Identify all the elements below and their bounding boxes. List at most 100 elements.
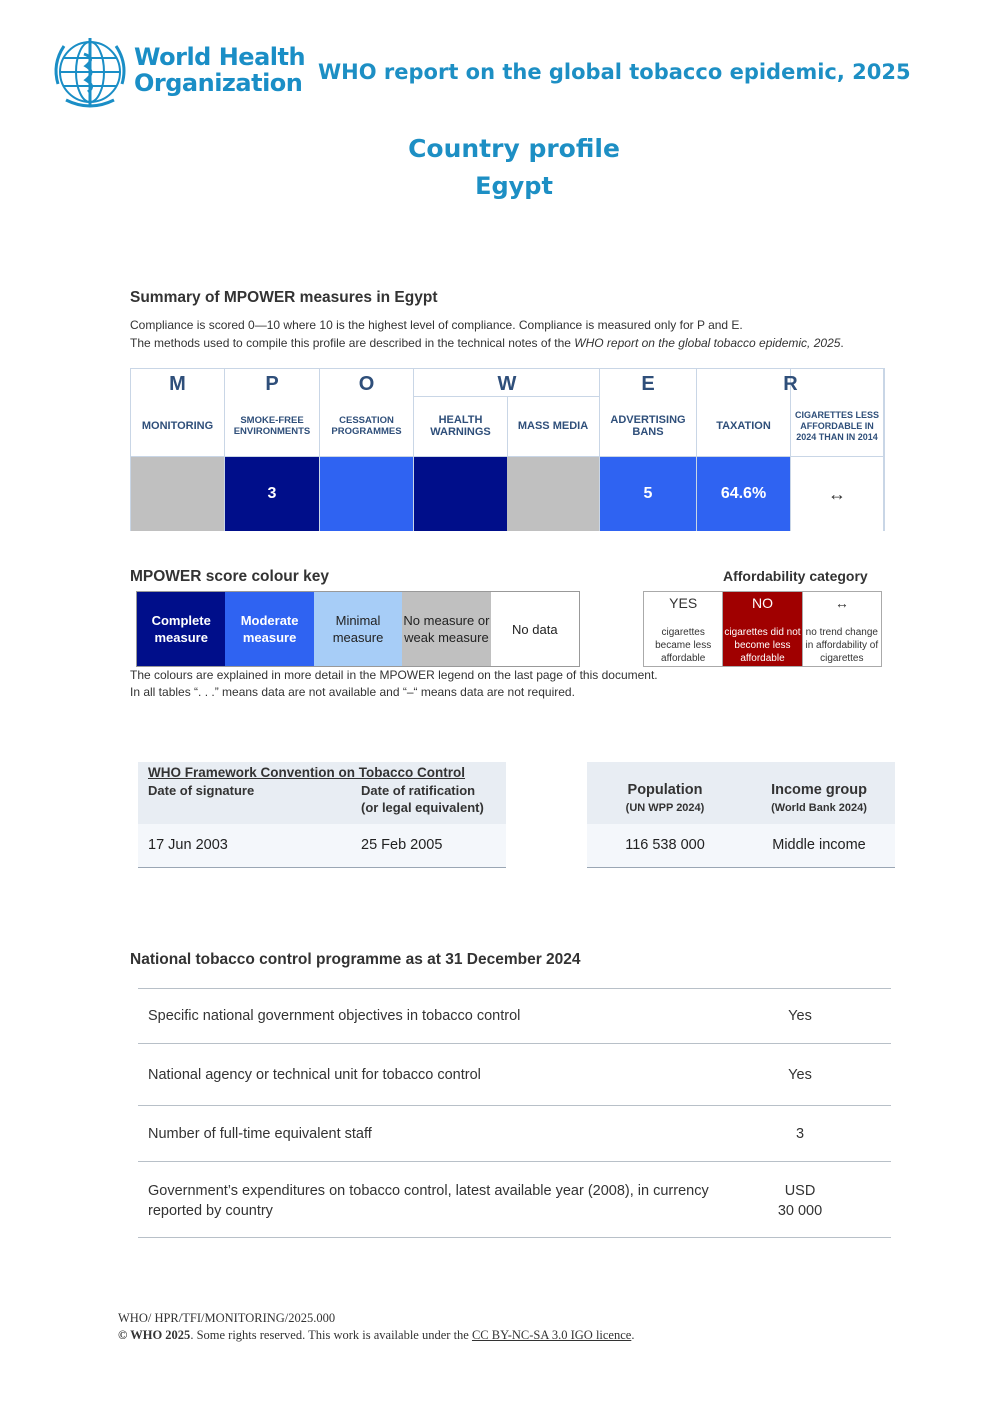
population-header: Population (UN WPP 2024) Income group (W… xyxy=(587,762,895,824)
programme-row: National agency or technical unit for to… xyxy=(138,1043,891,1106)
mpower-score-affordability: ↔ xyxy=(791,456,883,531)
footer-end: . xyxy=(631,1328,635,1342)
mpower-score-cessation xyxy=(320,456,413,531)
mpower-label: HEALTH WARNINGS xyxy=(430,414,491,438)
fctc-row: 17 Jun 2003 25 Feb 2005 xyxy=(138,824,506,868)
income-source: (World Bank 2024) xyxy=(771,802,867,814)
note-end: . xyxy=(840,336,844,350)
mpower-label: TAXATION xyxy=(716,420,771,432)
programme-row-label: Number of full-time equivalent staff xyxy=(148,1126,372,1142)
who-logo xyxy=(50,34,282,110)
key-no-measure: No measure or weak measure xyxy=(402,592,491,666)
mpower-col-cessation: O CESSATION PROGRAMMES xyxy=(320,369,414,531)
licence-link[interactable]: CC BY-NC-SA 3.0 IGO licence xyxy=(471,1328,632,1342)
key-minimal: Minimal measure xyxy=(313,592,403,666)
mpower-score-smoke-free: 3 xyxy=(225,456,319,531)
mpower-letter: M xyxy=(169,373,186,395)
mpower-col-mass-media: MASS MEDIA xyxy=(507,369,600,531)
affordability-no-label: NO xyxy=(751,595,773,611)
affordability-no-change: ↔ no trend change in affordability of ci… xyxy=(802,592,881,666)
rights-text: . Some rights reserved. This work is ava… xyxy=(190,1328,472,1342)
report-name: WHO report on the global tobacco epidemi… xyxy=(574,336,841,350)
income-value: Middle income xyxy=(772,837,866,853)
affordability-yes: YES cigarettes became less affordable xyxy=(644,592,724,666)
affordability-yes-desc: cigarettes became less affordable xyxy=(655,627,712,664)
programme-row: Government’s expenditures on tobacco con… xyxy=(138,1161,891,1238)
mpower-letter-r: R xyxy=(783,373,798,395)
mpower-col-smoke-free: P SMOKE-FREE ENVIRONMENTS 3 xyxy=(225,369,320,531)
mpower-col-taxation: TAXATION 64.6% xyxy=(697,369,790,531)
mpower-letter: P xyxy=(265,373,279,395)
mpower-label: SMOKE-FREE ENVIRONMENTS xyxy=(233,415,311,437)
programme-row: Specific national government objectives … xyxy=(138,988,891,1044)
programme-row-label: Specific national government objectives … xyxy=(148,1008,521,1024)
programme-row: Number of full-time equivalent staff 3 xyxy=(138,1105,891,1162)
fctc-table: WHO Framework Convention on Tobacco Cont… xyxy=(138,762,506,868)
w-split xyxy=(507,396,508,456)
copyright: © WHO 2025 xyxy=(118,1328,191,1342)
mpower-col-health-warnings: HEALTH WARNINGS xyxy=(414,369,507,531)
mpower-col-affordability: CIGARETTES LESS AFFORDABLE IN 2024 THAN … xyxy=(790,369,884,531)
key-no-data: No data xyxy=(490,592,580,666)
summary-note: Compliance is scored 0—10 where 10 is th… xyxy=(130,316,844,352)
logo-line-1: World Health xyxy=(134,43,306,71)
income-header-label: Income group xyxy=(771,782,867,798)
fctc-signature-date: 17 Jun 2003 xyxy=(148,837,228,853)
mpower-score-monitoring xyxy=(131,456,224,531)
country-name: Egypt xyxy=(475,172,553,200)
affordability-heading: Affordability category xyxy=(723,568,868,584)
expenditure-label-1: Government’s expenditures on tobacco con… xyxy=(148,1183,709,1199)
summary-note-2: The methods used to compile this profile… xyxy=(130,334,844,352)
affordability-key: YES cigarettes became less affordable NO… xyxy=(643,591,882,667)
fctc-signature-header: Date of signature xyxy=(148,783,255,798)
page-title: Country profile xyxy=(408,134,620,163)
programme-row-value: USD 30 000 xyxy=(738,1181,862,1221)
affordability-no: NO cigarettes did not become less afford… xyxy=(723,592,803,666)
programme-row-value: Yes xyxy=(788,1067,812,1083)
programme-heading: National tobacco control programme as at… xyxy=(130,951,581,968)
expenditure-currency: USD xyxy=(784,1183,816,1199)
who-logo-text: World Health Organization xyxy=(134,43,306,97)
document-code: WHO/ HPR/TFI/MONITORING/2025.000 xyxy=(118,1311,336,1325)
affordability-no-change-label: ↔ xyxy=(834,595,849,611)
footer: WHO/ HPR/TFI/MONITORING/2025.000 © WHO 2… xyxy=(118,1310,634,1344)
population-row: 116 538 000 Middle income xyxy=(587,824,895,868)
fctc-ratification-header-1: Date of ratification xyxy=(361,783,476,798)
mpower-letter-w: W xyxy=(497,373,517,395)
affordability-no-change-desc: no trend change in affordability of ciga… xyxy=(805,627,879,664)
mpower-label: ADVERTISING BANS xyxy=(610,414,686,438)
population-table: Population (UN WPP 2024) Income group (W… xyxy=(587,762,895,868)
key-moderate: Moderate measure xyxy=(225,592,314,666)
programme-row-value: Yes xyxy=(788,1008,812,1024)
colour-key-note-2: In all tables “. . .” means data are not… xyxy=(130,685,575,699)
who-emblem-icon xyxy=(54,38,126,108)
summary-heading: Summary of MPOWER measures in Egypt xyxy=(130,289,438,306)
colour-key-notes: The colours are explained in more detail… xyxy=(130,667,658,701)
fctc-title: WHO Framework Convention on Tobacco Cont… xyxy=(148,765,466,780)
note-text: The methods used to compile this profile… xyxy=(130,336,575,350)
population-value: 116 538 000 xyxy=(625,837,705,853)
programme-row-value: 3 xyxy=(795,1126,805,1142)
fctc-ratification-date: 25 Feb 2005 xyxy=(361,837,443,853)
mpower-score-mass-media xyxy=(507,456,599,531)
colour-key-note-1: The colours are explained in more detail… xyxy=(130,668,658,682)
affordability-no-desc: cigarettes did not become less affordabl… xyxy=(724,627,801,664)
colour-key-heading: MPOWER score colour key xyxy=(130,568,329,585)
mpower-score-taxation: 64.6% xyxy=(697,456,790,531)
expenditure-amount: 30 000 xyxy=(777,1203,823,1219)
mpower-label: MASS MEDIA xyxy=(517,420,589,432)
key-complete: Complete measure xyxy=(137,592,226,666)
report-title: WHO report on the global tobacco epidemi… xyxy=(318,60,911,84)
mpower-score-health-warnings xyxy=(414,456,507,531)
population-header-label: Population xyxy=(627,782,703,798)
population-source: (UN WPP 2024) xyxy=(625,802,705,814)
expenditure-label-2: reported by country xyxy=(148,1203,273,1219)
copyright-line: © WHO 2025. Some rights reserved. This w… xyxy=(118,1327,634,1344)
mpower-label: CESSATION PROGRAMMES xyxy=(331,415,402,437)
mpower-label: MONITORING xyxy=(141,420,214,432)
logo-line-2: Organization xyxy=(134,69,303,97)
affordability-yes-label: YES xyxy=(669,595,698,611)
mpower-col-monitoring: M MONITORING xyxy=(131,369,225,531)
fctc-ratification-header-2: (or legal equivalent) xyxy=(361,800,484,815)
mpower-col-advertising: E ADVERTISING BANS 5 xyxy=(600,369,697,531)
